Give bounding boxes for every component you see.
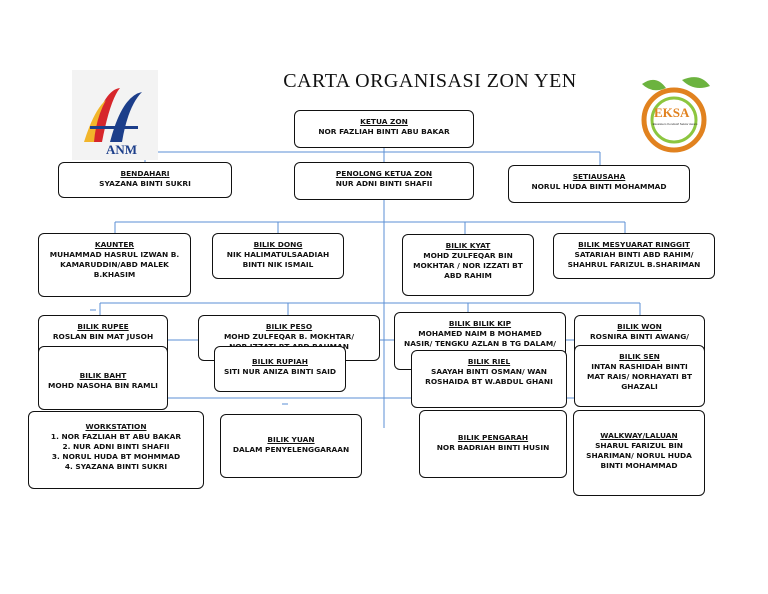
box-head: KAUNTER xyxy=(94,240,135,249)
box-bilik-baht: BILIK BAHT MOHD NASOHA BIN RAMLI xyxy=(38,346,168,410)
box-body: NIK HALIMATULSAADIAH BINTI NIK ISMAIL xyxy=(226,250,330,269)
box-body: ROSNIRA BINTI AWANG/ xyxy=(589,332,690,341)
anm-logo xyxy=(72,70,158,160)
box-head: BILIK RUPIAH xyxy=(252,357,308,366)
box-head: BILIK RUPEE xyxy=(77,322,129,331)
box-penolong-ketua-zon: PENOLONG KETUA ZON NUR ADNI BINTI SHAFII xyxy=(294,162,474,200)
box-bilik-mesyuarat-ringgit: BILIK MESYUARAT RINGGIT SATARIAH BINTI A… xyxy=(553,233,715,279)
box-head: BILIK BAHT xyxy=(79,371,127,380)
box-bilik-dong: BILIK DONG NIK HALIMATULSAADIAH BINTI NI… xyxy=(212,233,344,279)
box-head: BILIK DONG xyxy=(253,240,303,249)
eksa-logo-subtext: Ekosistem Kondusif Sektor Awam xyxy=(652,122,698,126)
box-body: NOR BADRIAH BINTI HUSIN xyxy=(436,443,550,452)
box-head: BILIK SEN xyxy=(619,352,660,361)
box-head: WALKWAY/LALUAN xyxy=(600,431,678,440)
eksa-logo-text: EKSA xyxy=(654,105,690,120)
box-kaunter: KAUNTER MUHAMMAD HASRUL IZWAN B. KAMARUD… xyxy=(38,233,191,297)
eksa-logo xyxy=(622,70,728,160)
box-head: BILIK PENGARAH xyxy=(457,433,529,442)
box-bilik-rupiah: BILIK RUPIAH SITI NUR ANIZA BINTI SAID xyxy=(214,346,346,392)
box-body: SYAZANA BINTI SUKRI xyxy=(99,179,191,188)
box-head: WORKSTATION xyxy=(85,422,147,431)
box-bilik-pengarah: BILIK PENGARAH NOR BADRIAH BINTI HUSIN xyxy=(419,410,567,478)
box-bilik-yuan: BILIK YUAN DALAM PENYELENGGARAAN xyxy=(220,414,362,478)
box-head: BILIK BILIK KIP xyxy=(448,319,512,328)
box-walkway-laluan: WALKWAY/LALUAN SHARUL FARIZUL BIN SHARIM… xyxy=(573,410,705,496)
box-body: MOHD NASOHA BIN RAMLI xyxy=(48,381,158,390)
box-body: SITI NUR ANIZA BINTI SAID xyxy=(223,367,337,376)
box-head: BILIK RIEL xyxy=(467,357,511,366)
box-body: DALAM PENYELENGGARAAN xyxy=(232,445,350,454)
box-bilik-riel: BILIK RIEL SAAYAH BINTI OSMAN/ WAN ROSHA… xyxy=(411,350,567,408)
box-head: BILIK YUAN xyxy=(267,435,315,444)
box-body: NOR FAZLIAH BINTI ABU BAKAR xyxy=(318,127,450,136)
box-body: NUR ADNI BINTI SHAFII xyxy=(335,179,433,188)
box-body: ROSLAN BIN MAT JUSOH xyxy=(52,332,154,341)
box-body: NORUL HUDA BINTI MOHAMMAD xyxy=(531,182,667,191)
box-bilik-sen: BILIK SEN INTAN RASHIDAH BINTI MAT RAIS/… xyxy=(574,345,705,407)
box-head: BILIK KYAT xyxy=(445,241,491,250)
box-body: SATARIAH BINTI ABD RAHIM/ SHAHRUL FARIZU… xyxy=(567,250,701,269)
box-ketua-zon: KETUA ZON NOR FAZLIAH BINTI ABU BAKAR xyxy=(294,110,474,148)
box-body: MUHAMMAD HASRUL IZWAN B. KAMARUDDIN/ABD … xyxy=(49,250,180,279)
box-setiausaha: SETIAUSAHA NORUL HUDA BINTI MOHAMMAD xyxy=(508,165,690,203)
box-head: PENOLONG KETUA ZON xyxy=(335,169,433,178)
box-head: BILIK PESO xyxy=(265,322,313,331)
box-head: KETUA ZON xyxy=(360,117,408,126)
box-bilik-kyat: BILIK KYAT MOHD ZULFEQAR BIN MOKHTAR / N… xyxy=(402,234,534,296)
anm-logo-text: ANM xyxy=(106,142,138,157)
box-head: SETIAUSAHA xyxy=(572,172,626,181)
box-workstation: WORKSTATION 1. NOR FAZLIAH BT ABU BAKAR … xyxy=(28,411,204,489)
chart-title: CARTA ORGANISASI ZON YEN xyxy=(283,70,577,92)
box-bendahari: BENDAHARI SYAZANA BINTI SUKRI xyxy=(58,162,232,198)
box-body: SAAYAH BINTI OSMAN/ WAN ROSHAIDA BT W.AB… xyxy=(425,367,553,386)
box-body: SHARUL FARIZUL BIN SHARIMAN/ NORUL HUDA … xyxy=(586,441,692,470)
box-body: 1. NOR FAZLIAH BT ABU BAKAR 2. NUR ADNI … xyxy=(50,432,182,471)
box-body: INTAN RASHIDAH BINTI MAT RAIS/ NORHAYATI… xyxy=(586,362,693,391)
box-head: BILIK WON xyxy=(617,322,662,331)
box-body: MOHD ZULFEQAR BIN MOKHTAR / NOR IZZATI B… xyxy=(413,251,523,280)
box-head: BENDAHARI xyxy=(120,169,170,178)
box-head: BILIK MESYUARAT RINGGIT xyxy=(578,240,690,249)
